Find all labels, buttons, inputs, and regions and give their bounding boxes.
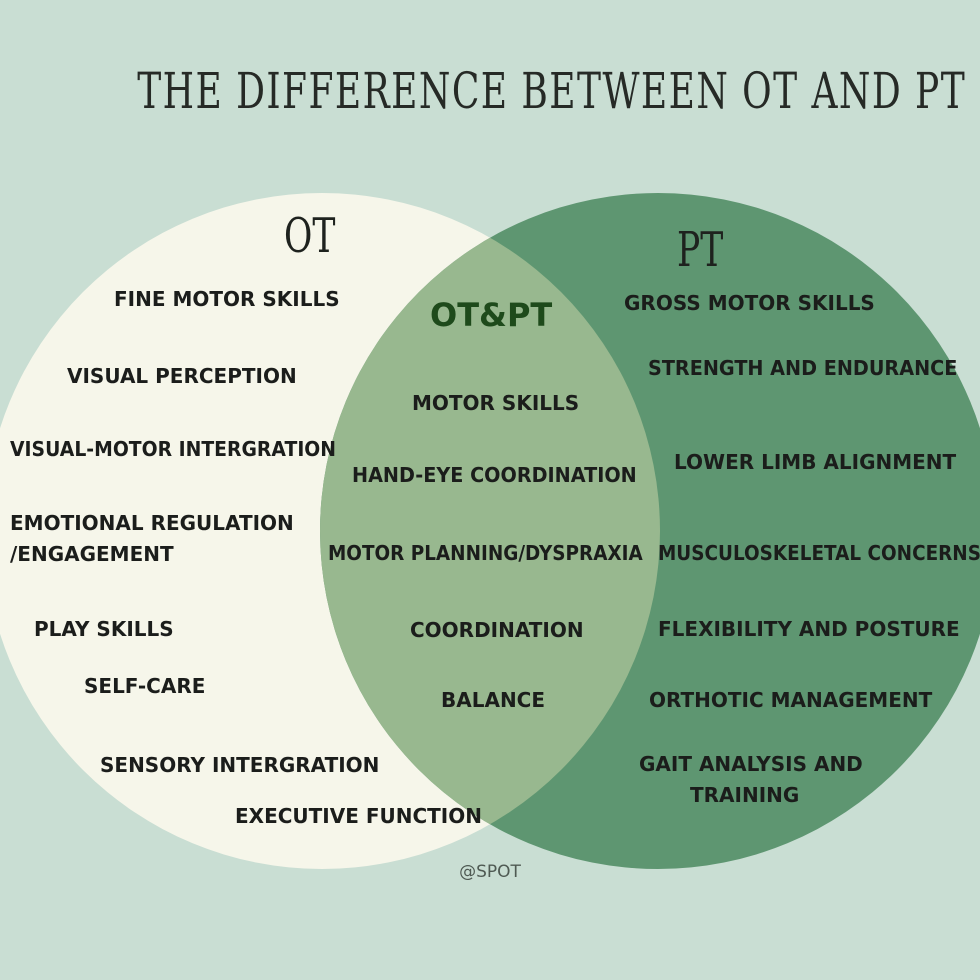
ot-item-emotional-regulation: EMOTIONAL REGULATION — [10, 511, 294, 535]
pt-circle-label: PT — [677, 222, 724, 278]
pt-item-orthotic-management: ORTHOTIC MANAGEMENT — [649, 688, 933, 712]
both-item-hand-eye-coordination: HAND-EYE COORDINATION — [352, 463, 637, 487]
credit-handle: @SPOT — [459, 862, 521, 882]
ot-item-visual-motor-integration: VISUAL-MOTOR INTERGRATION — [10, 437, 337, 461]
pt-item-gross-motor-skills: GROSS MOTOR SKILLS — [624, 291, 875, 315]
pt-item-gait-analysis: GAIT ANALYSIS AND — [639, 752, 863, 776]
ot-item-sensory-integration: SENSORY INTERGRATION — [100, 753, 380, 777]
ot-item-executive-function: EXECUTIVE FUNCTION — [235, 804, 482, 828]
pt-item-strength-endurance: STRENGTH AND ENDURANCE — [648, 356, 958, 380]
both-item-motor-planning: MOTOR PLANNING/DYSPRAXIA — [328, 541, 643, 565]
both-item-coordination: COORDINATION — [410, 618, 584, 642]
ot-item-visual-perception: VISUAL PERCEPTION — [67, 364, 297, 388]
both-item-balance: BALANCE — [441, 688, 546, 712]
page-title: THE DIFFERENCE BETWEEN OT AND PT — [137, 62, 967, 120]
ot-circle-label: OT — [284, 208, 336, 264]
ot-item-fine-motor-skills: FINE MOTOR SKILLS — [114, 287, 340, 311]
ot-item-engagement: /ENGAGEMENT — [10, 542, 174, 566]
overlap-label: OT&PT — [430, 296, 553, 334]
ot-item-play-skills: PLAY SKILLS — [34, 617, 174, 641]
pt-item-musculoskeletal-concerns: MUSCULOSKELETAL CONCERNS — [658, 541, 980, 565]
pt-item-flexibility-posture: FLEXIBILITY AND POSTURE — [658, 617, 960, 641]
overlap-region — [320, 193, 660, 869]
ot-item-self-care: SELF-CARE — [84, 674, 206, 698]
pt-item-lower-limb-alignment: LOWER LIMB ALIGNMENT — [674, 450, 957, 474]
pt-item-training: TRAINING — [690, 783, 800, 807]
both-item-motor-skills: MOTOR SKILLS — [412, 391, 580, 415]
